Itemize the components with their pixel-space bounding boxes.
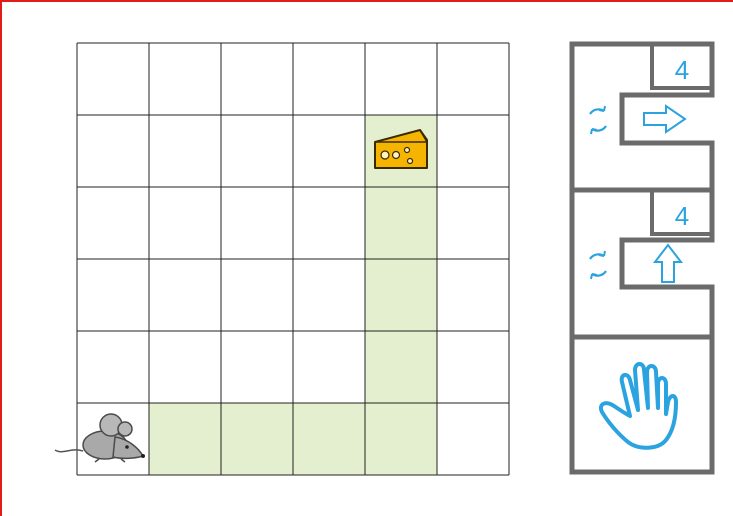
arrow-up-icon[interactable]: [655, 245, 681, 282]
path-cell: [221, 403, 293, 475]
arrow-right-icon[interactable]: [644, 106, 685, 132]
program-panel: 4 4: [572, 44, 712, 472]
path-cell: [365, 259, 437, 331]
path-cell: [365, 331, 437, 403]
loop-block-1[interactable]: 4: [572, 44, 712, 190]
repeat-count-label: 4: [675, 201, 689, 231]
repeat-icon: [590, 251, 606, 279]
loop-block-2[interactable]: 4: [572, 190, 712, 337]
loop-frame: [572, 44, 712, 190]
path-cell: [365, 403, 437, 475]
path-cell: [149, 403, 221, 475]
loop-frame: [572, 190, 712, 337]
repeat-count-label: 4: [675, 55, 689, 85]
stop-frame: [572, 337, 712, 472]
game-board: [77, 43, 509, 475]
repeat-icon: [590, 106, 606, 134]
path-cell: [293, 403, 365, 475]
path-cell: [365, 187, 437, 259]
mouse-icon: [55, 414, 145, 462]
hand-stop-icon: [601, 364, 676, 448]
stop-block[interactable]: [572, 337, 712, 472]
